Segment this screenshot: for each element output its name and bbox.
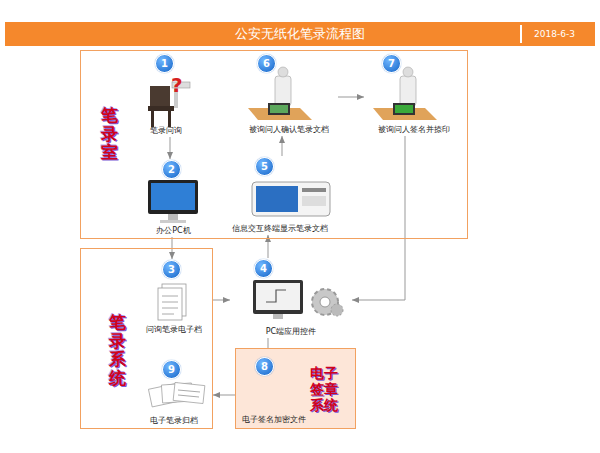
flow-arrow (170, 137, 171, 159)
step-caption: 被询问人确认笔录文档 (239, 125, 338, 135)
step-node: 4PC端应用控件 (230, 258, 352, 338)
step-node: 2 办公PC机 (134, 159, 213, 237)
step-node: 1 笔录问询 (124, 53, 208, 137)
step-caption: 办公PC机 (134, 226, 213, 236)
date-label: 2018-6-3 (534, 27, 575, 41)
step-node: 7 被询问人签名并捺印 (364, 53, 463, 136)
pc-control-icon (253, 280, 343, 319)
step-node: 8 电子签名加密文件 (239, 356, 309, 426)
interview-icon: ? (148, 73, 190, 127)
pc-icon (148, 180, 198, 223)
region-label: 笔录室 (101, 106, 118, 162)
step-caption: 笔录问询 (124, 126, 208, 136)
confirm-icon (248, 67, 312, 120)
region-label: 电子签章系统 (309, 365, 339, 413)
divider-bar (520, 25, 522, 43)
region-label: 笔录系统 (109, 313, 126, 388)
flow-arrow (338, 97, 364, 98)
callout-number: 8 (255, 357, 274, 376)
callout-number: 2 (162, 160, 181, 179)
step-caption: 电子笔录归档 (134, 416, 213, 426)
step-caption: 被询问人签名并捺印 (364, 125, 463, 135)
region-box: 笔录室 1 笔录问询 6 被询问人确认笔录文档 7 被询问人签名并捺印 2 办公PC机 5 信息交互… (80, 50, 468, 239)
step-node: 5 信息交互终端显示笔录文档 (221, 156, 338, 235)
region-box: 笔录系统 3 问询笔录电子档 9 电子笔录归档 (80, 248, 213, 429)
document-icon (158, 284, 186, 320)
callout-number: 4 (254, 259, 273, 278)
flow-arrow (213, 300, 230, 301)
callout-number: 9 (162, 360, 181, 379)
step-node: 3 问询笔录电子档 (134, 259, 213, 336)
step-node: 9 电子笔录归档 (134, 359, 213, 427)
diagram-title: 公安无纸化笔录流程图 (100, 25, 500, 43)
callout-number: 7 (382, 54, 401, 73)
callout-number: 1 (155, 54, 174, 73)
flow-arrow (282, 136, 283, 156)
region-box: 电子签章系统 8 电子签名加密文件 (235, 348, 356, 429)
terminal-icon (252, 182, 330, 216)
flow-arrow (352, 136, 405, 300)
step-caption: 信息交互终端显示笔录文档 (221, 224, 338, 234)
step-node: 6 被询问人确认笔录文档 (239, 53, 338, 136)
archive-icon (148, 382, 204, 406)
step-caption: 电子签名加密文件 (239, 415, 309, 425)
svg-text:?: ? (171, 73, 183, 97)
sign-icon (373, 67, 437, 120)
step-caption: PC端应用控件 (230, 327, 352, 337)
callout-number: 6 (257, 54, 276, 73)
callout-number: 3 (162, 260, 181, 279)
callout-number: 5 (255, 157, 274, 176)
step-caption: 问询笔录电子档 (134, 325, 213, 335)
